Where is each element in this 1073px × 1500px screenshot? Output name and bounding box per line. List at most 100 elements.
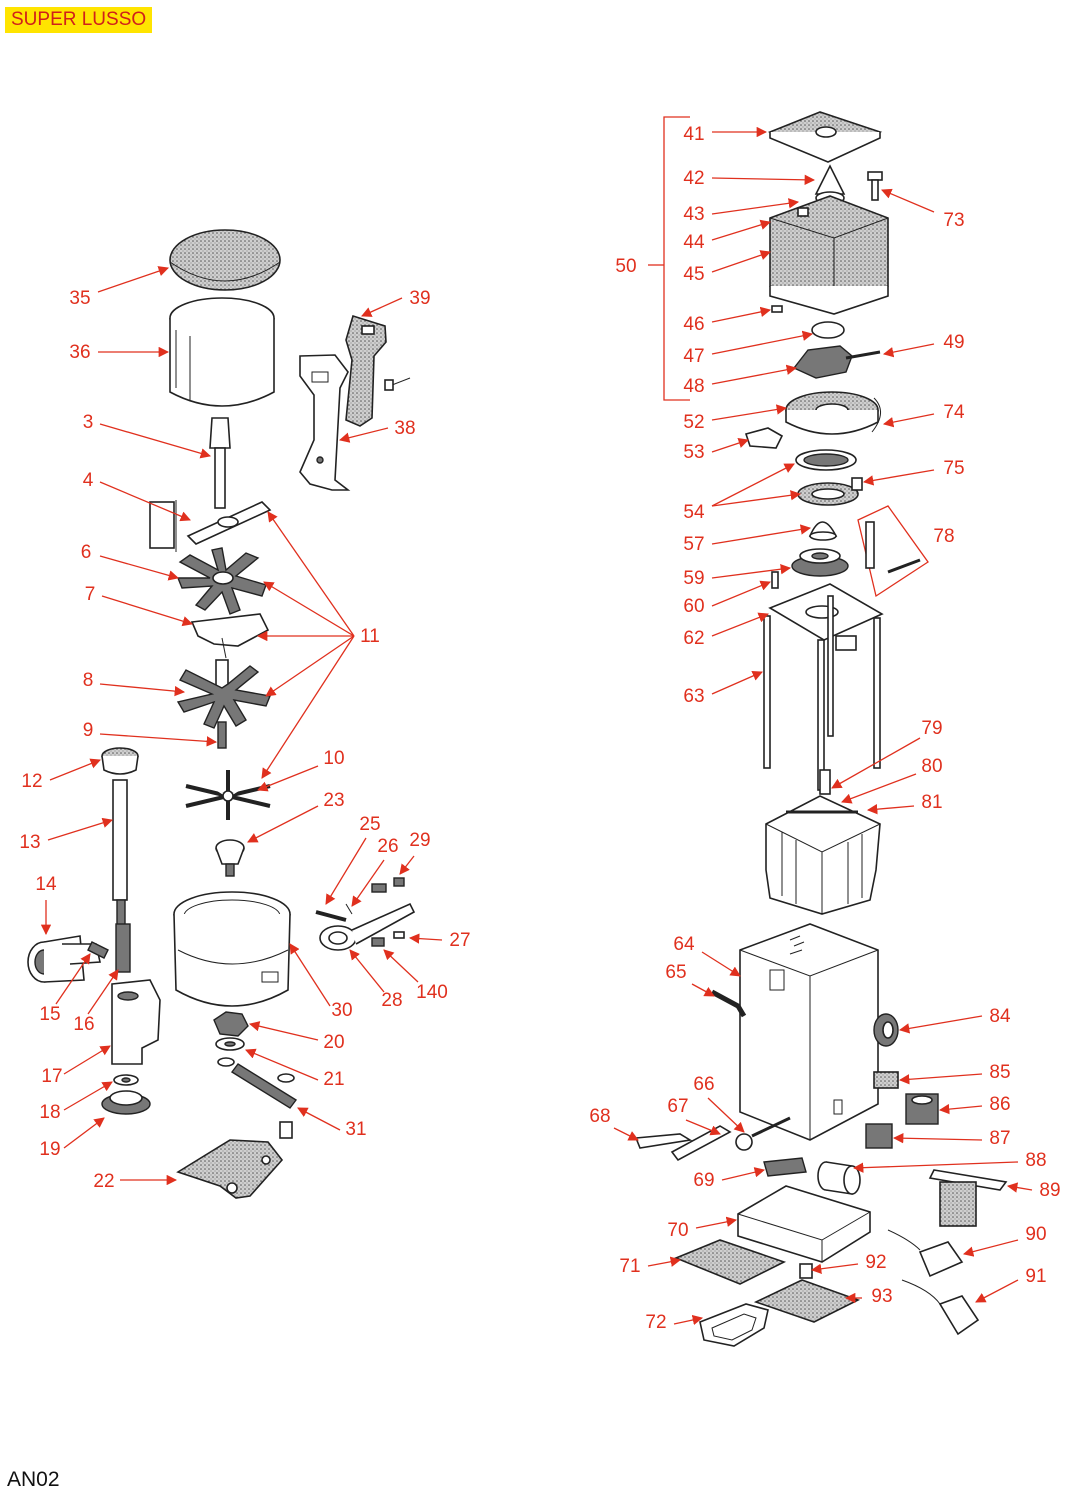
callout-label-21: 21: [323, 1069, 344, 1090]
callout-label-10: 10: [323, 748, 344, 769]
callout-label-80: 80: [921, 756, 942, 777]
leader-line-47: [711, 330, 814, 355]
leader-line-35: [97, 266, 169, 293]
callout-label-57: 57: [683, 534, 704, 555]
callout-label-52: 52: [683, 412, 704, 433]
part-53-plate: [744, 427, 784, 449]
callout-label-9: 9: [83, 720, 94, 741]
leader-line-73: [881, 188, 935, 213]
callout-label-84: 84: [989, 1006, 1011, 1027]
callout-label-22: 22: [93, 1171, 114, 1192]
callout-label-31: 31: [345, 1119, 366, 1140]
leader-line-29: [399, 855, 415, 875]
leader-line-46: [711, 306, 772, 323]
leader-line-72: [673, 1314, 704, 1326]
part-47-disc: [811, 321, 845, 339]
leader-line-68: [613, 1127, 639, 1141]
leader-line-54-0: [711, 463, 795, 507]
callout-label-71: 71: [619, 1256, 640, 1277]
leader-line-7: [101, 595, 193, 627]
callout-label-68: 68: [589, 1106, 610, 1127]
leader-line-57: [711, 524, 812, 545]
leader-line-21: [245, 1048, 319, 1081]
document-code: AN02: [7, 1468, 60, 1491]
leader-line-88: [852, 1161, 1019, 1173]
callout-label-29: 29: [409, 830, 430, 851]
callout-label-44: 44: [683, 232, 705, 253]
callout-label-49: 49: [943, 332, 964, 353]
leader-line-45: [711, 250, 771, 273]
part-9-spring: [217, 721, 227, 749]
callout-label-36: 36: [69, 342, 90, 363]
callout-label-53: 53: [683, 442, 704, 463]
callout-label-92: 92: [865, 1252, 886, 1273]
leader-line-62: [711, 612, 769, 637]
bracket-50: [648, 116, 690, 401]
leader-line-52: [711, 404, 788, 421]
part-10-spider: [185, 770, 271, 820]
part-25-26-29-small-parts: [315, 877, 405, 922]
part-78-kit: [857, 505, 929, 598]
leader-line-86: [938, 1103, 983, 1115]
leader-line-4: [99, 481, 191, 522]
leader-line-31: [297, 1107, 341, 1131]
callout-label-69: 69: [693, 1170, 714, 1191]
callout-label-16: 16: [73, 1014, 94, 1035]
callout-label-13: 13: [19, 832, 40, 853]
part-38-bracket: [299, 354, 351, 491]
leader-line-79: [831, 737, 921, 789]
callout-label-18: 18: [39, 1102, 60, 1123]
part-3-shaft: [209, 417, 231, 509]
callout-label-48: 48: [683, 376, 704, 397]
leader-line-28: [349, 949, 385, 993]
leader-line-38: [338, 427, 389, 443]
leader-line-12: [49, 758, 101, 781]
callout-label-27: 27: [449, 930, 470, 951]
callout-label-59: 59: [683, 568, 704, 589]
callout-label-45: 45: [683, 264, 704, 285]
part-84-switch: [873, 1013, 899, 1047]
callout-label-39: 39: [409, 288, 430, 309]
part-69-terminal: [763, 1157, 807, 1177]
callout-label-79: 79: [921, 718, 942, 739]
callout-label-78: 78: [933, 526, 954, 547]
leader-line-18: [63, 1081, 113, 1111]
callout-label-90: 90: [1025, 1224, 1046, 1245]
callout-label-140: 140: [416, 982, 448, 1003]
part-17-support: [111, 979, 161, 1065]
leader-line-3: [99, 423, 211, 459]
callout-label-19: 19: [39, 1139, 60, 1160]
leader-line-23: [247, 805, 319, 843]
part-85-label: [873, 1071, 899, 1089]
leader-line-66: [707, 1097, 745, 1133]
callout-label-8: 8: [83, 670, 94, 691]
callout-label-26: 26: [377, 836, 398, 857]
part-79-80-81-motor: [765, 769, 881, 915]
callout-label-25: 25: [359, 814, 380, 835]
leader-line-11-0: [267, 511, 355, 637]
part-86-87-switches: [865, 1093, 939, 1149]
callout-label-23: 23: [323, 790, 344, 811]
leader-line-59: [711, 564, 792, 579]
part-59-flange: [791, 548, 849, 577]
part-4-arm: [149, 500, 272, 552]
part-18-washer: [113, 1074, 139, 1086]
callout-label-87: 87: [989, 1128, 1010, 1149]
leader-line-140: [383, 949, 419, 983]
leader-line-42: [711, 174, 816, 186]
leader-line-75: [862, 469, 935, 486]
callout-label-28: 28: [381, 990, 402, 1011]
callout-label-62: 62: [683, 628, 704, 649]
leader-line-54-1: [711, 490, 802, 507]
leader-line-13: [47, 817, 113, 841]
callout-label-47: 47: [683, 346, 704, 367]
leader-lines: [40, 126, 1033, 1326]
callout-label-75: 75: [943, 458, 964, 479]
leader-line-15: [55, 953, 91, 1005]
part-22-base-plate: [176, 1139, 284, 1199]
leader-line-67: [685, 1119, 721, 1136]
part-57-dome: [808, 521, 838, 541]
callout-label-50: 50: [615, 256, 636, 277]
